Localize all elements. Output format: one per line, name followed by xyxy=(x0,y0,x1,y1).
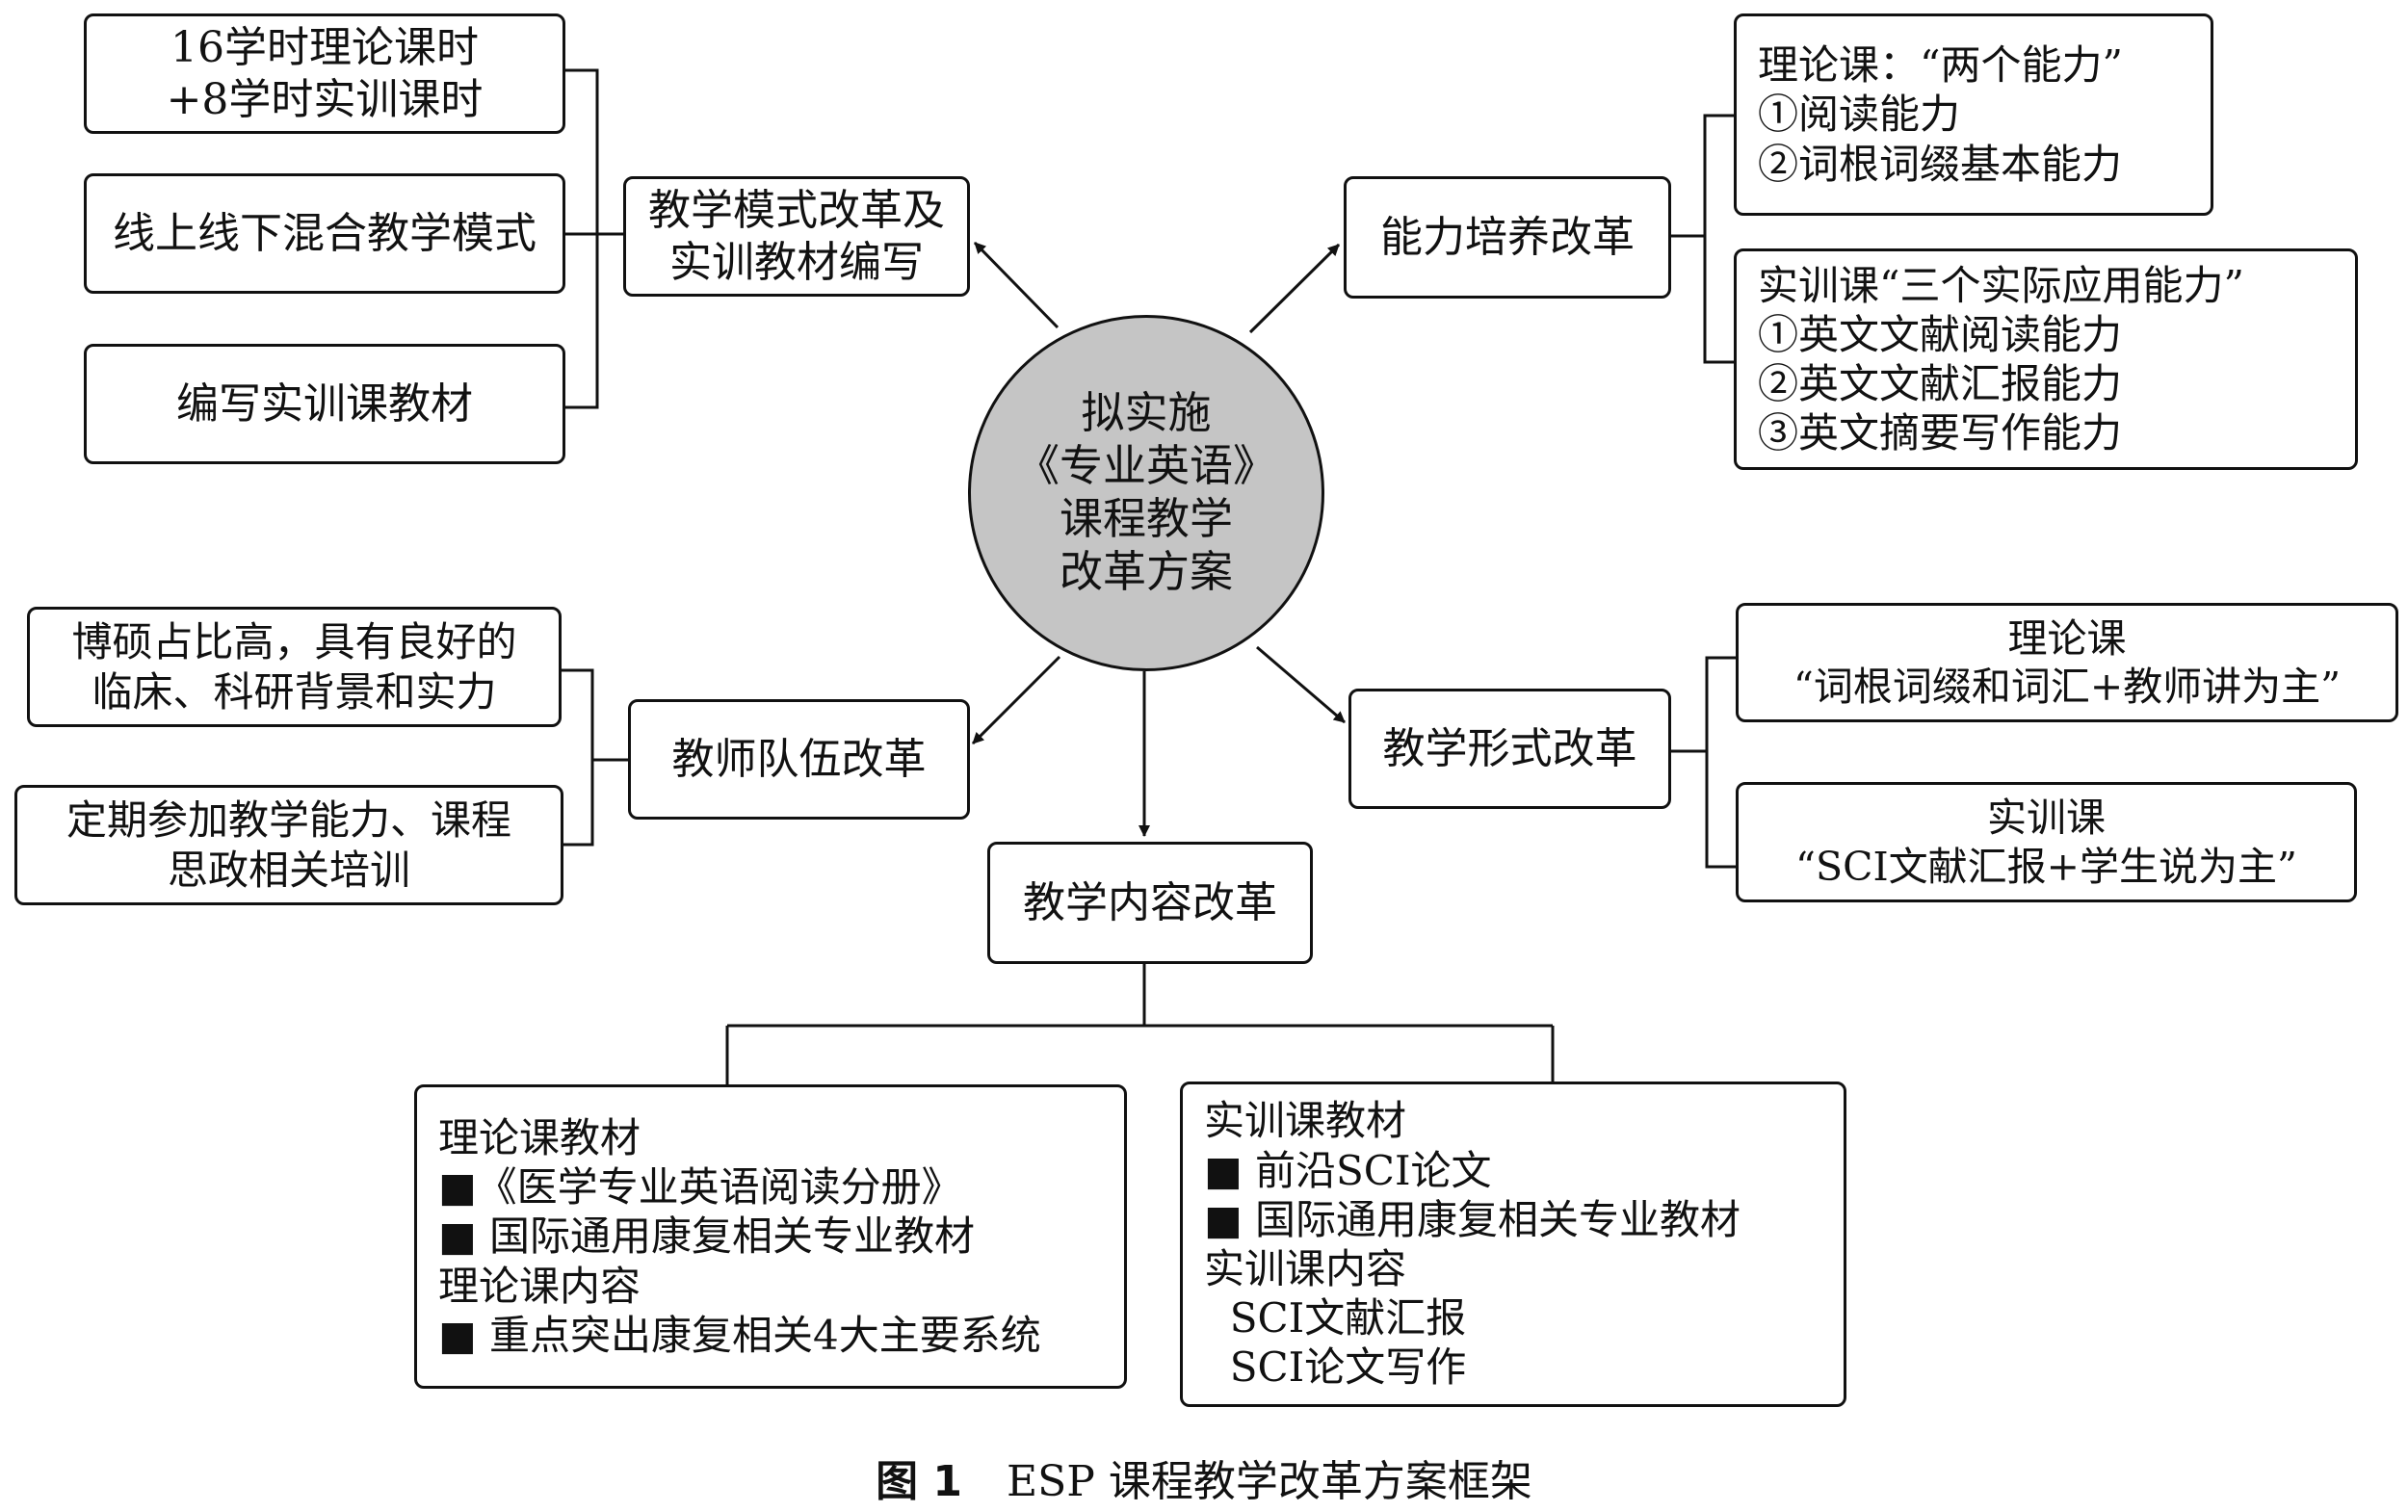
hub-line: 拟实施 xyxy=(1081,387,1212,439)
item-line: 理论课教材 xyxy=(438,1113,641,1161)
ability-node: 能力培养改革 xyxy=(1344,176,1671,299)
item-line: ③英文摘要写作能力 xyxy=(1758,409,2123,457)
item-line: ■ 国际通用康复相关专业教材 xyxy=(438,1212,976,1261)
node-line: 实训教材编写 xyxy=(669,237,924,287)
item-line: ■ 前沿SCI论文 xyxy=(1204,1146,1492,1194)
item-line: ①阅读能力 xyxy=(1758,91,1961,139)
content-item-theory: 理论课教材 ■《医学专业英语阅读分册》 ■ 国际通用康复相关专业教材 理论课内容… xyxy=(414,1084,1127,1389)
ability-bracket xyxy=(1703,114,1737,364)
hub-line: 改革方案 xyxy=(1059,545,1233,597)
arrow-to-teachers xyxy=(971,655,1061,745)
ability-item-theory: 理论课：“两个能力” ①阅读能力 ②词根词缀基本能力 xyxy=(1734,13,2213,216)
form-item-practice: 实训课 “SCI文献汇报+学生说为主” xyxy=(1736,782,2357,902)
item-line: ①英文文献阅读能力 xyxy=(1758,310,2123,358)
item-line: 思政相关培训 xyxy=(167,846,410,894)
item-line: ■《医学专业英语阅读分册》 xyxy=(438,1163,962,1212)
item-line: 定期参加教学能力、课程 xyxy=(65,796,511,845)
item-line: ■ 重点突出康复相关4大主要系统 xyxy=(438,1311,1041,1359)
ability-item-practice: 实训课“三个实际应用能力” ①英文文献阅读能力 ②英文文献汇报能力 ③英文摘要写… xyxy=(1734,248,2358,470)
teachers-node: 教师队伍改革 xyxy=(628,699,970,820)
teaching-mode-item-hours: 16学时理论课时 +8学时实训课时 xyxy=(84,13,565,134)
teachers-bracket xyxy=(559,668,594,847)
form-item-theory: 理论课 “词根词缀和词汇+教师讲为主” xyxy=(1736,603,2398,722)
item-line: “词根词缀和词汇+教师讲为主” xyxy=(1793,664,2342,710)
item-line: 编写实训课教材 xyxy=(176,378,473,429)
item-line: 临床、科研背景和实力 xyxy=(92,667,497,716)
item-line: ②英文文献汇报能力 xyxy=(1758,360,2123,407)
teaching-mode-node: 教学模式改革及 实训教材编写 xyxy=(623,176,970,297)
node-label: 教师队伍改革 xyxy=(671,734,927,784)
caption-text: ESP 课程教学改革方案框架 xyxy=(1007,1457,1532,1506)
item-line: 实训课教材 xyxy=(1204,1097,1407,1145)
arrow-to-form xyxy=(1256,645,1346,724)
hub-node: 拟实施 《专业英语》 课程教学 改革方案 xyxy=(968,315,1324,671)
content-item-practice: 实训课教材 ■ 前沿SCI论文 ■ 国际通用康复相关专业教材 实训课内容 SCI… xyxy=(1180,1082,1846,1407)
caption-label: 图 1 xyxy=(876,1457,963,1506)
arrow-to-ability xyxy=(1248,243,1341,334)
item-line: ②词根词缀基本能力 xyxy=(1758,140,2123,188)
item-line: 博硕占比高，具有良好的 xyxy=(71,618,517,666)
content-node: 教学内容改革 xyxy=(987,842,1313,964)
form-bracket xyxy=(1705,656,1739,869)
teaching-mode-item-textbook: 编写实训课教材 xyxy=(84,344,565,464)
hub-line: 《专业英语》 xyxy=(1015,440,1276,492)
teaching-mode-bracket xyxy=(563,68,599,409)
form-node: 教学形式改革 xyxy=(1348,689,1671,809)
node-label: 教学内容改革 xyxy=(1023,877,1277,927)
item-line: “SCI文献汇报+学生说为主” xyxy=(1795,843,2297,890)
item-line: 16学时理论课时 xyxy=(170,22,479,72)
item-line: ■ 国际通用康复相关专业教材 xyxy=(1204,1195,1741,1243)
node-line: 教学模式改革及 xyxy=(648,185,945,235)
item-line: 实训课 xyxy=(1987,795,2106,842)
figure-caption: 图 1 ESP 课程教学改革方案框架 xyxy=(0,1447,2408,1508)
item-line: 理论课：“两个能力” xyxy=(1758,41,2123,90)
teaching-mode-item-blended: 线上线下混合教学模式 xyxy=(84,173,565,294)
item-line: 理论课 xyxy=(2007,614,2127,662)
item-line: 线上线下混合教学模式 xyxy=(113,208,537,258)
item-line: SCI文献汇报 xyxy=(1204,1294,1467,1343)
item-line: 实训课内容 xyxy=(1204,1245,1407,1292)
teachers-item-degree: 博硕占比高，具有良好的 临床、科研背景和实力 xyxy=(27,607,562,727)
teachers-item-training: 定期参加教学能力、课程 思政相关培训 xyxy=(14,785,563,905)
item-line: 实训课“三个实际应用能力” xyxy=(1758,261,2244,309)
node-label: 能力培养改革 xyxy=(1380,212,1635,262)
item-line: SCI论文写作 xyxy=(1204,1343,1467,1392)
hub-line: 课程教学 xyxy=(1059,493,1233,544)
item-line: 理论课内容 xyxy=(438,1262,641,1310)
item-line: +8学时实训课时 xyxy=(166,74,484,124)
arrow-to-teaching-mode xyxy=(973,241,1060,329)
node-label: 教学形式改革 xyxy=(1382,723,1637,773)
